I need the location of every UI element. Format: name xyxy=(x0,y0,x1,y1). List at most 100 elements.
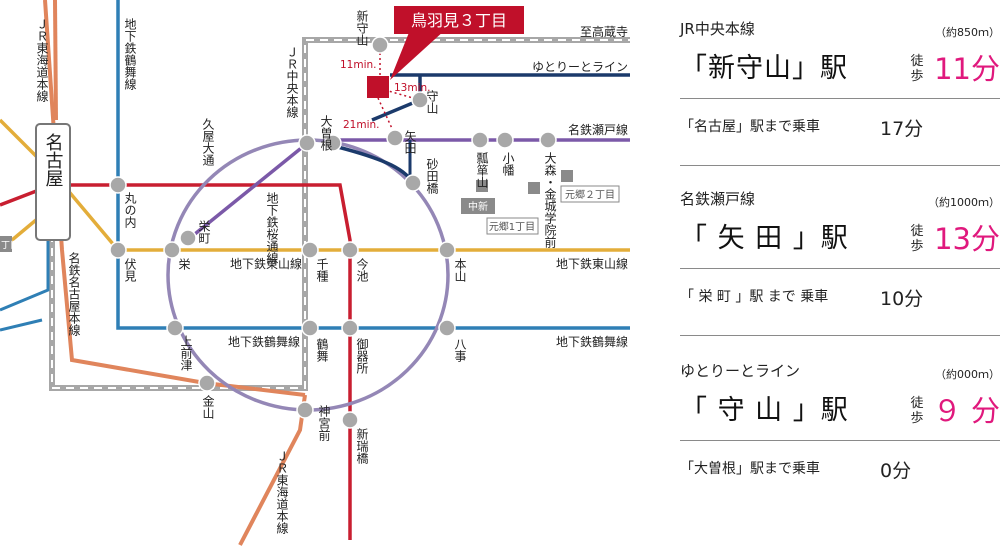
station-label-ozone: 大曽根 xyxy=(319,115,333,151)
station-dots xyxy=(109,36,557,429)
divider xyxy=(680,440,1000,441)
station-label-sakaemachi: 栄町 xyxy=(197,220,211,244)
distance: （約850ｍ） xyxy=(935,26,1000,39)
station-label-hisayaodori: 久屋大通 xyxy=(201,118,215,166)
label-higashiyama-mid: 地下鉄東山線 xyxy=(230,256,302,271)
ride-from: 「 栄 町 」駅 まで 乗車 xyxy=(680,289,829,305)
station-name: 「新守山」駅 xyxy=(680,53,848,84)
distance: （約1000ｍ） xyxy=(928,196,1000,209)
station-dot-shinmizuhashi xyxy=(341,411,359,429)
divider xyxy=(680,98,1000,99)
ride-minutes: 17分 xyxy=(880,118,924,140)
section-separator xyxy=(680,335,1000,336)
access-block-shinmoriyama: JR中央本線 （約850ｍ） 「新守山」駅 徒歩 11分 「名古屋」駅まで乗車 … xyxy=(680,18,1000,140)
station-dot-kanayama xyxy=(198,374,216,392)
station-dot-yagoto xyxy=(438,319,456,337)
station-label-kobata: 小幡 xyxy=(501,152,515,177)
meitetsu-nagoya-line xyxy=(43,0,307,546)
line-name: JR中央本線 xyxy=(680,20,755,38)
station-label-yagoto: 八事 xyxy=(453,338,467,362)
station-label-marunouchi: 丸の内 xyxy=(123,192,137,228)
bus-stop-motogo1: 元郷1丁目 xyxy=(489,221,535,233)
label-subway-tsurumai-top: 地下鉄鶴舞線 xyxy=(123,18,137,90)
station-dot-kobata xyxy=(496,131,514,149)
ride-from: 「名古屋」駅まで乗車 xyxy=(680,119,820,135)
ride-from: 「大曽根」駅まで乗車 xyxy=(680,461,820,477)
station-dot-moriyama xyxy=(411,91,429,109)
label-meitetsu-nagoya: 名鉄名古屋本線 xyxy=(67,251,81,336)
distance: （約000ｍ） xyxy=(935,368,1000,381)
station-dot-motoyama xyxy=(438,241,456,259)
access-info-panel: JR中央本線 （約850ｍ） 「新守山」駅 徒歩 11分 「名古屋」駅まで乗車 … xyxy=(655,0,1000,555)
line-name: 名鉄瀬戸線 xyxy=(680,190,756,208)
line-name: ゆとりーとライン xyxy=(680,362,801,380)
ride-minutes: 10分 xyxy=(880,288,924,310)
walk-minutes: 13分 xyxy=(934,222,1000,256)
station-dot-chikusa xyxy=(301,241,319,259)
access-block-moriyama: ゆとりーとライン （約000ｍ） 「 守 山 」駅 徒歩 ９ 分 「大曽根」駅ま… xyxy=(680,360,1000,482)
station-label-imaike: 今池 xyxy=(355,257,369,282)
subway-tsurumai-line xyxy=(116,0,630,330)
station-label-kanayama: 金山 xyxy=(201,394,215,419)
station-label-jingumae: 神宮前 xyxy=(317,405,331,441)
station-dot-kamimaezu xyxy=(166,319,184,337)
station-label-yada: 矢田 xyxy=(403,130,417,154)
station-dot-sunadabashi xyxy=(404,174,422,192)
station-label-shinmoriyama: 新守山 xyxy=(355,9,369,46)
station-dot-shinmoriyama xyxy=(371,36,389,54)
label-tsurumai-mid: 地下鉄鶴舞線 xyxy=(228,334,300,349)
walk-label: 徒歩 xyxy=(910,54,924,84)
station-label-kamimaezu: 上前津 xyxy=(179,335,193,371)
station-dot-sakaemachi xyxy=(179,229,197,247)
bus-stop-nakashin: 中新 xyxy=(468,200,488,213)
destination-label: 鳥羽見３丁目 xyxy=(411,11,507,30)
label-to-kozoji: 至高蔵寺 xyxy=(580,24,628,39)
station-label-sunadabashi: 砂田橋 xyxy=(425,158,439,195)
station-label-sakae: 栄 xyxy=(177,258,191,271)
station-label-chikusa: 千種 xyxy=(315,258,329,282)
station-label-tsurumai: 鶴舞 xyxy=(315,337,329,362)
label-sakuradori: 地下鉄桜通線 xyxy=(265,192,279,264)
station-dot-jingumae xyxy=(296,401,314,419)
station-dot-imaike xyxy=(341,241,359,259)
nagoya-label: 名古屋 xyxy=(43,133,64,187)
label-jr-tokaido-left: ＪＲ東海道本線 xyxy=(35,18,49,102)
bus-stop-motogo2: 元郷２丁目 xyxy=(565,189,615,201)
station-dot-hyotanyama xyxy=(471,131,489,149)
route-map: 鳥羽見３丁目 11min. 13min. 21min. 名古屋 xyxy=(0,0,630,546)
station-name: 「 矢 田 」駅 xyxy=(680,223,849,254)
station-dot-marunouchi xyxy=(109,176,127,194)
access-block-yada: 名鉄瀬戸線 （約1000ｍ） 「 矢 田 」駅 徒歩 13分 「 栄 町 」駅 … xyxy=(680,188,1000,310)
walk-minutes: ９ 分 xyxy=(932,394,1000,428)
station-dot-sakae xyxy=(163,241,181,259)
station-label-fushimi: 伏見 xyxy=(123,258,137,282)
station-dot-fushimi xyxy=(109,241,127,259)
label-yutorito: ゆとりーとライン xyxy=(532,60,628,74)
station-dot-hisayaodori xyxy=(298,134,316,152)
walk-label: 徒歩 xyxy=(910,396,924,426)
label-jr-tokaido-bottom: ＪＲ東海道本線 xyxy=(275,450,289,534)
label-jr-chuo: ＪＲ中央本線 xyxy=(285,46,299,118)
station-dot-gokiso xyxy=(341,319,359,337)
station-name: 「 守 山 」駅 xyxy=(680,395,849,426)
station-label-shinmizuhashi: 新瑞橋 xyxy=(355,427,369,465)
walk-time-yada: 21min. xyxy=(343,119,380,131)
label-tsurumai-right: 地下鉄鶴舞線 xyxy=(556,334,628,349)
station-label-omori: 大森・金城学院前 xyxy=(543,152,557,248)
ride-minutes: 0分 xyxy=(880,460,912,482)
station-label-hyotanyama: 瓢箪山 xyxy=(475,152,489,188)
destination-label-box xyxy=(394,6,524,34)
label-higashiyama-right: 地下鉄東山線 xyxy=(556,256,628,271)
station-label-moriyama: 守山 xyxy=(425,90,439,114)
label-meitetsu-seto: 名鉄瀬戸線 xyxy=(568,122,628,137)
station-dot-omori xyxy=(539,131,557,149)
station-dot-yada xyxy=(386,129,404,147)
edge-label: 丁目 xyxy=(1,240,19,251)
station-dot-tsurumai xyxy=(301,319,319,337)
nagoya-station-box xyxy=(35,123,71,241)
destination-marker xyxy=(367,76,389,98)
walk-time-shinmoriyama: 11min. xyxy=(340,59,377,71)
walk-label: 徒歩 xyxy=(910,224,924,254)
divider xyxy=(680,268,1000,269)
bus-stops xyxy=(476,170,573,194)
